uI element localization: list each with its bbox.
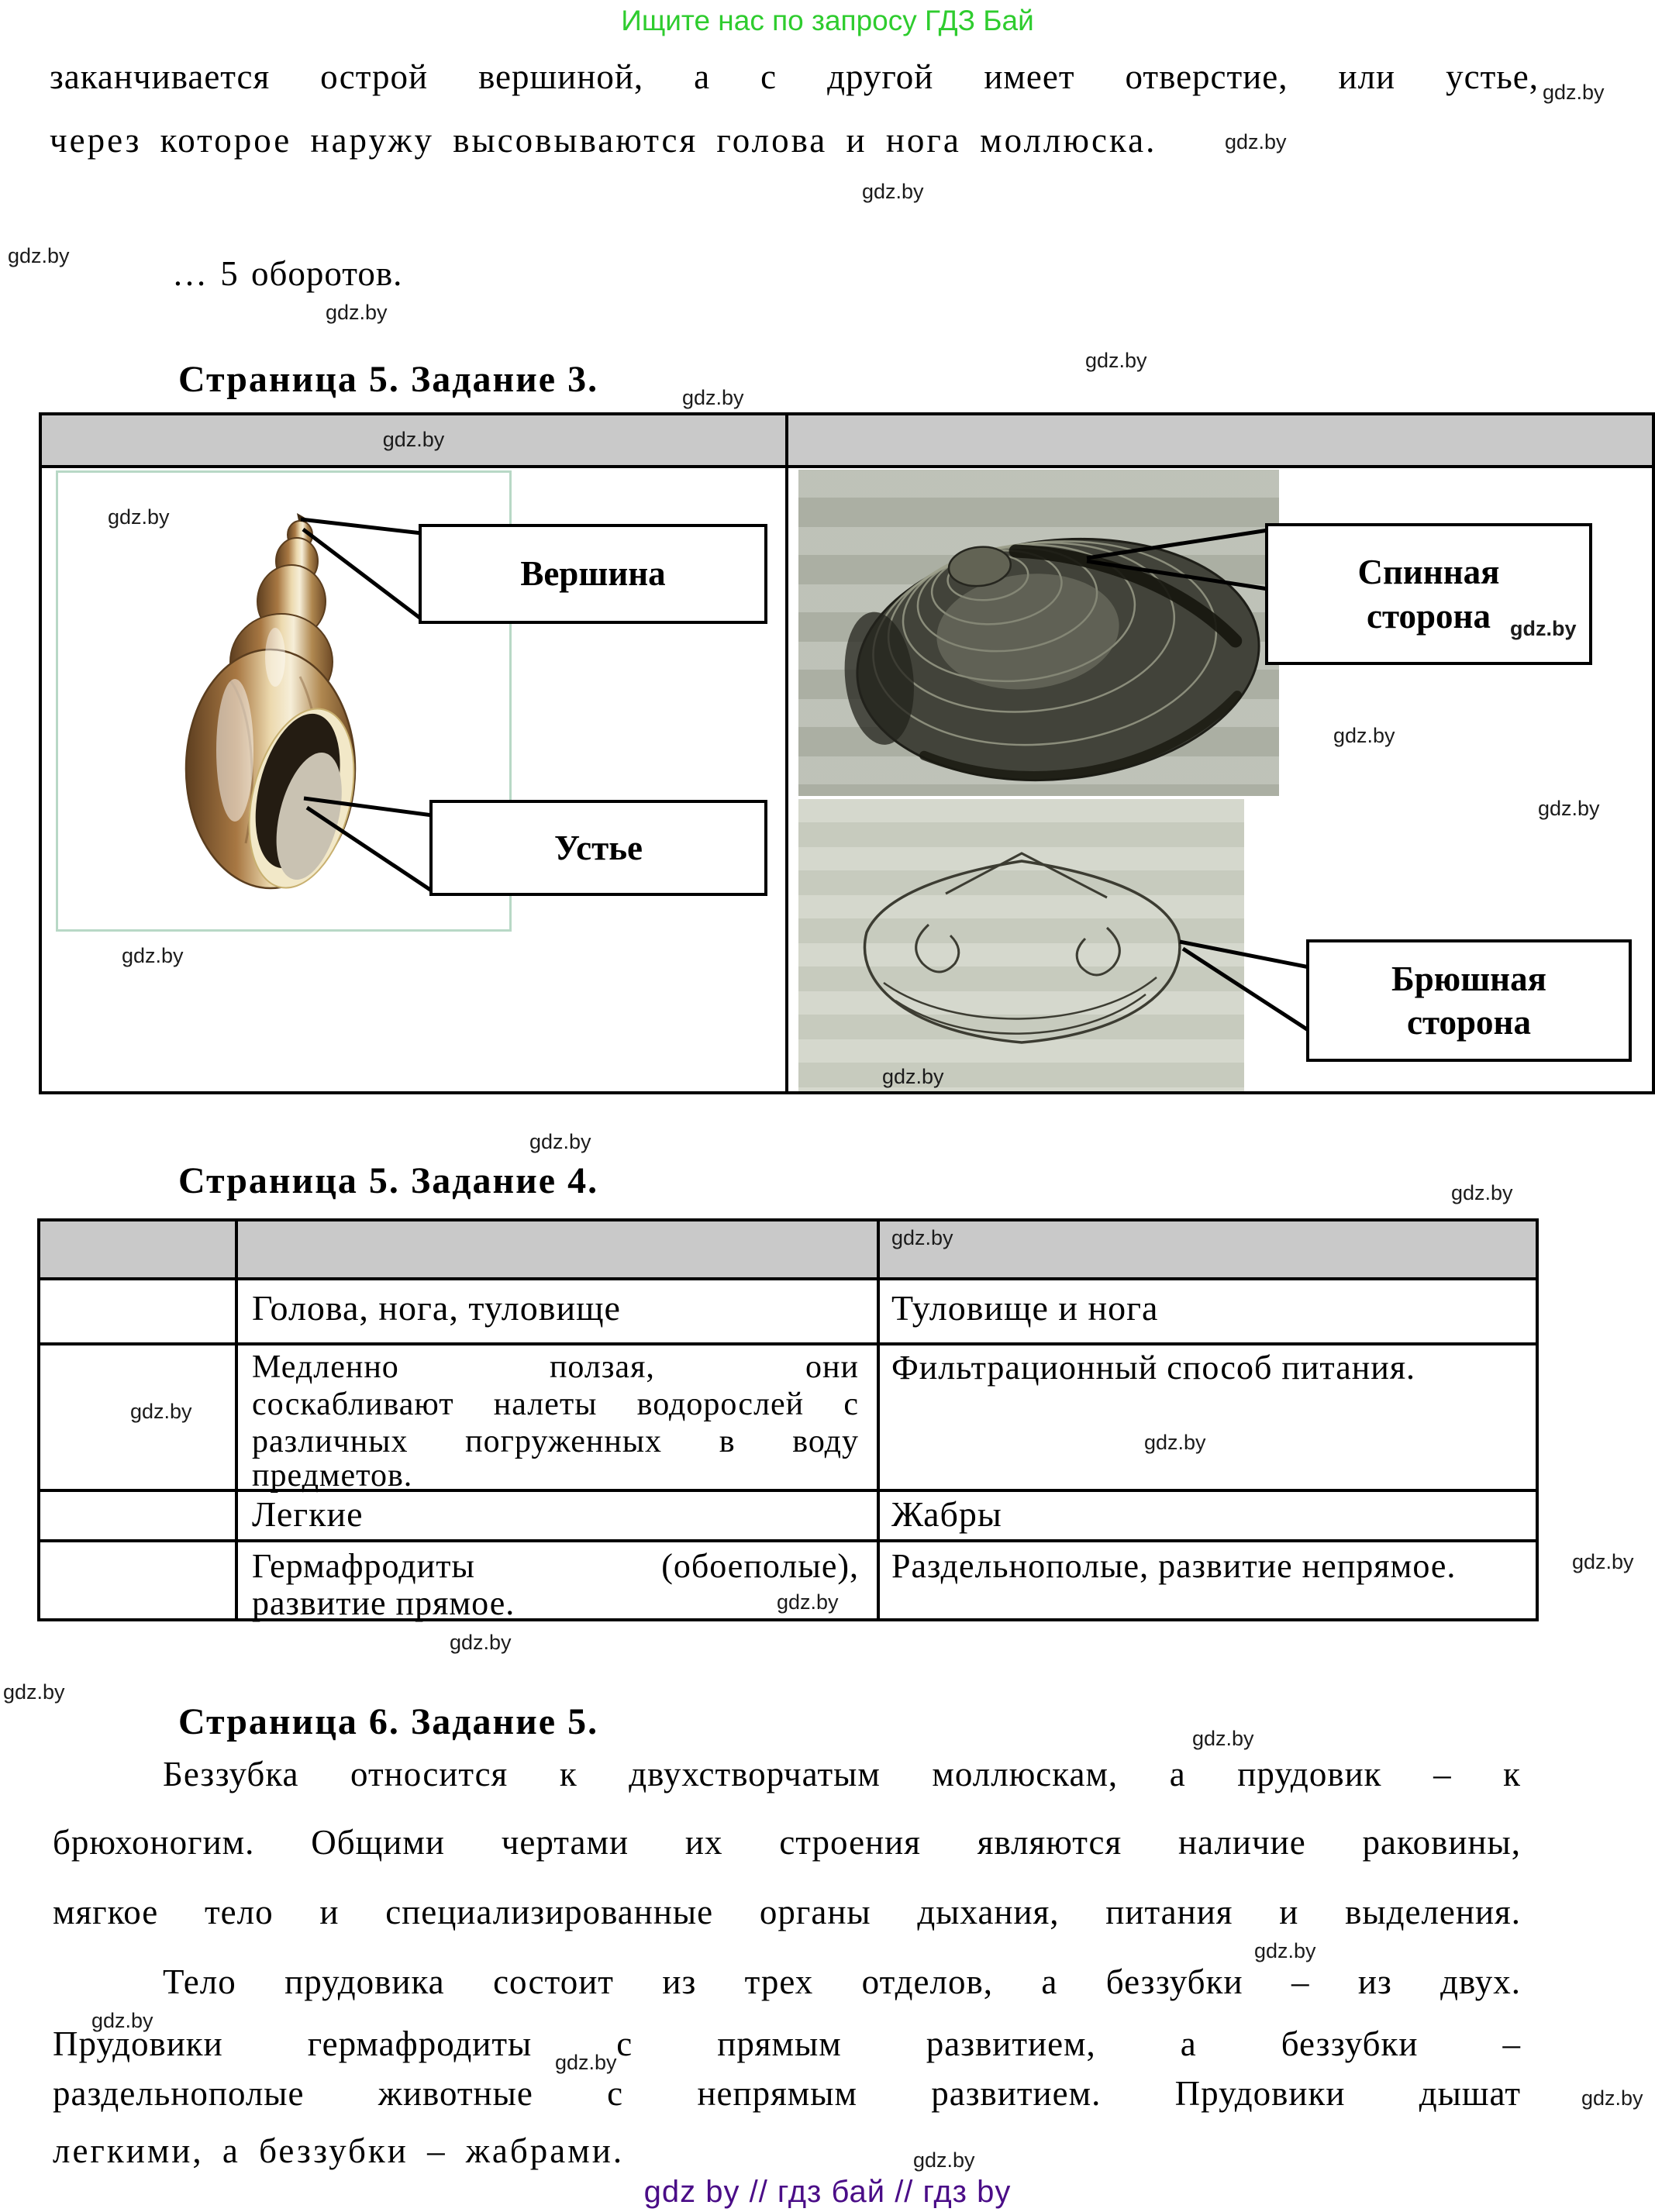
- bivalve-ventral-photo: [798, 799, 1244, 1091]
- task4-cell: Легкие: [252, 1494, 364, 1534]
- gdzby-watermark: gdz.by: [1192, 1727, 1254, 1750]
- gdzby-watermark: gdz.by: [1085, 349, 1147, 372]
- intro-line-1: заканчивается острой вершиной, а с друго…: [50, 57, 1539, 96]
- label-aperture: Устье: [429, 800, 767, 896]
- task3-column-divider: [785, 415, 788, 1091]
- gdzby-watermark: gdz.by: [326, 301, 388, 324]
- task5-para2-line2: Прудовики гермафродиты с прямым развитие…: [53, 2024, 1521, 2063]
- gdzby-watermark: gdz.by: [122, 944, 184, 967]
- task4-rowline-1: [40, 1342, 1536, 1345]
- label-dorsal-line2: сторона: [1367, 596, 1491, 636]
- gdzby-watermark: gdz.by: [682, 386, 744, 409]
- task4-cell-line: Гермафродиты (обоеполые),: [252, 1547, 859, 1585]
- bivalve-dorsal-photo: [798, 470, 1279, 796]
- task4-cell-line: предметов.: [252, 1458, 413, 1494]
- label-dorsal-line1: Спинная: [1357, 553, 1500, 592]
- task4-heading: Страница 5. Задание 4.: [178, 1160, 599, 1201]
- task4-cell: Туловище и нога: [891, 1288, 1159, 1328]
- gdzby-watermark: gdz.by: [1510, 617, 1577, 640]
- label-ventral-side: Брюшная сторона: [1306, 939, 1632, 1062]
- task4-table-frame: [37, 1218, 1539, 1621]
- task4-rowline-3: [40, 1539, 1536, 1542]
- gdzby-watermark: gdz.by: [1451, 1181, 1513, 1204]
- gdzby-watermark: gdz.by: [8, 244, 70, 267]
- task4-cell-line: различных погруженных в воду: [252, 1424, 859, 1459]
- gdzby-watermark: gdz.by: [913, 2148, 975, 2172]
- gdzby-watermark: gdz.by: [555, 2051, 617, 2074]
- gdzby-watermark: gdz.by: [108, 505, 170, 529]
- gdzby-watermark: gdz.by: [891, 1226, 953, 1249]
- bivalve-dorsal-shell-image: [844, 537, 1260, 782]
- label-dorsal-side: Спинная сторона gdz.by: [1265, 523, 1592, 665]
- gdzby-watermark: gdz.by: [1225, 130, 1287, 153]
- task4-cell: Жабры: [891, 1494, 1002, 1534]
- task4-table-header: [40, 1221, 1536, 1280]
- task4-cell-line: развитие прямое.: [252, 1584, 515, 1622]
- task4-divider-2: [877, 1221, 880, 1618]
- gdzby-watermark: gdz.by: [862, 180, 924, 203]
- task5-heading: Страница 6. Задание 5.: [178, 1701, 599, 1742]
- pond-snail-shell-image: [184, 510, 370, 893]
- task4-cell: Фильтрационный способ питания.: [891, 1349, 1416, 1387]
- task5-para1-line3: мягкое тело и специализированные органы …: [53, 1893, 1521, 1931]
- intro-turns-line: … 5 оборотов.: [172, 254, 403, 293]
- task3-table-header: [42, 415, 1652, 468]
- gdzby-watermark: gdz.by: [1144, 1431, 1206, 1454]
- label-apex: Вершина: [419, 524, 767, 624]
- gdzby-watermark: gdz.by: [3, 1680, 65, 1704]
- gdzby-watermark: gdz.by: [450, 1631, 512, 1654]
- label-aperture-text: Устье: [553, 828, 643, 867]
- gdzby-watermark: gdz.by: [1333, 724, 1395, 747]
- task5-para2-line1: Тело прудовика состоит из трех отделов, …: [163, 1962, 1521, 2001]
- site-footer: gdz by // гдз бай // гдз by: [643, 2175, 1012, 2209]
- task5-para2-line4: легкими, а беззубки – жабрами.: [53, 2131, 625, 2170]
- intro-line-2: через которое наружу высовываются голова…: [50, 121, 1157, 160]
- gdzby-watermark: gdz.by: [1254, 1939, 1316, 1962]
- promo-banner: Ищите нас по запросу ГДЗ Бай: [621, 5, 1034, 36]
- gdzby-watermark: gdz.by: [382, 428, 445, 451]
- gdzby-watermark: gdz.by: [1572, 1550, 1634, 1573]
- gdzby-watermark: gdz.by: [777, 1590, 839, 1614]
- task5-para1-line1: Беззубка относится к двухстворчатым молл…: [163, 1755, 1521, 1793]
- gdzby-watermark: gdz.by: [1581, 2086, 1643, 2110]
- task4-cell: Раздельнополые, развитие непрямое.: [891, 1547, 1457, 1585]
- task4-cell-line: Медленно ползая, они: [252, 1349, 859, 1385]
- gdzby-watermark: gdz.by: [91, 2009, 153, 2032]
- task4-rowline-2: [40, 1489, 1536, 1492]
- task4-divider-1: [235, 1221, 238, 1618]
- task4-cell-line: соскабливают налеты водорослей с: [252, 1387, 859, 1422]
- task4-cell: Голова, нога, туловище: [252, 1288, 621, 1328]
- task3-heading: Страница 5. Задание 3.: [178, 359, 599, 400]
- gdzby-watermark: gdz.by: [130, 1400, 192, 1423]
- task3-table-frame: [39, 412, 1655, 1094]
- task5-para1-line2: брюхоногим. Общими чертами их строения я…: [53, 1823, 1521, 1862]
- label-ventral-line1: Брюшная: [1391, 959, 1546, 998]
- label-apex-text: Вершина: [520, 554, 666, 594]
- label-ventral-line2: сторона: [1407, 1003, 1531, 1042]
- task5-para2-line3: раздельнополые животные с непрямым разви…: [53, 2074, 1521, 2113]
- bivalve-ventral-outline-image: [863, 852, 1181, 1044]
- gdzby-watermark: gdz.by: [529, 1130, 591, 1153]
- gdzby-watermark: gdz.by: [1538, 797, 1600, 820]
- gdzby-watermark: gdz.by: [1543, 81, 1605, 104]
- gdzby-watermark: gdz.by: [882, 1065, 944, 1088]
